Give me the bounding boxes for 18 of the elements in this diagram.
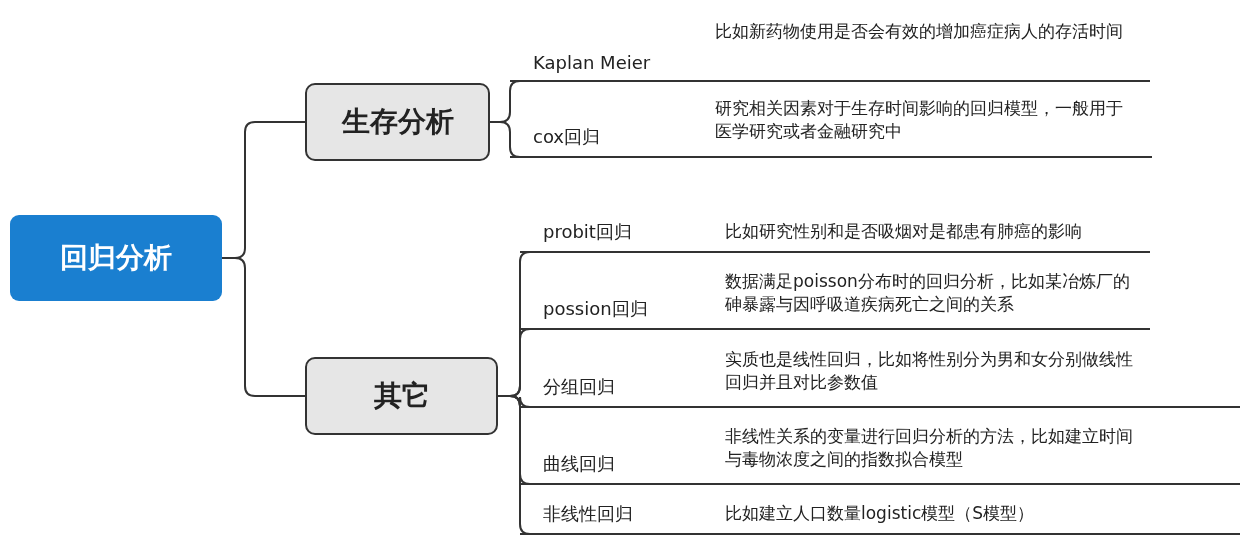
note-text: 研究相关因素对于生存时间影响的回归模型，一般用于医学研究或者金融研究中 bbox=[715, 97, 1124, 143]
subtopic-label: 非线性回归 bbox=[543, 502, 633, 526]
subtopic-label: possion回归 bbox=[543, 297, 648, 321]
root-topic-box: 回归分析 bbox=[10, 215, 222, 301]
subtopic-label: Kaplan Meier bbox=[533, 52, 651, 73]
connector-line bbox=[221, 257, 306, 397]
subtopic-label: 分组回归 bbox=[543, 375, 615, 399]
subtopic-label: 曲线回归 bbox=[543, 452, 615, 476]
subtopic-label: cox回归 bbox=[533, 125, 600, 149]
note-text: 比如新药物使用是否会有效的增加癌症病人的存活时间 bbox=[715, 20, 1124, 43]
topic-box: 生存分析 bbox=[305, 83, 490, 161]
subtopic-label: probit回归 bbox=[543, 220, 632, 244]
note-text: 实质也是线性回归，比如将性别分为男和女分别做线性回归并且对比参数值 bbox=[725, 348, 1134, 394]
topic-box: 其它 bbox=[305, 357, 498, 435]
note-text: 数据满足poisson分布时的回归分析，比如某冶炼厂的砷暴露与因呼吸道疾病死亡之间的关系 bbox=[725, 270, 1131, 316]
note-text: 比如研究性别和是否吸烟对是都患有肺癌的影响 bbox=[725, 220, 1083, 243]
note-text: 非线性关系的变量进行回归分析的方法，比如建立时间与毒物浓度之间的指数拟合模型 bbox=[725, 425, 1134, 471]
note-text: 比如建立人口数量logistic模型（S模型） bbox=[725, 502, 1036, 525]
